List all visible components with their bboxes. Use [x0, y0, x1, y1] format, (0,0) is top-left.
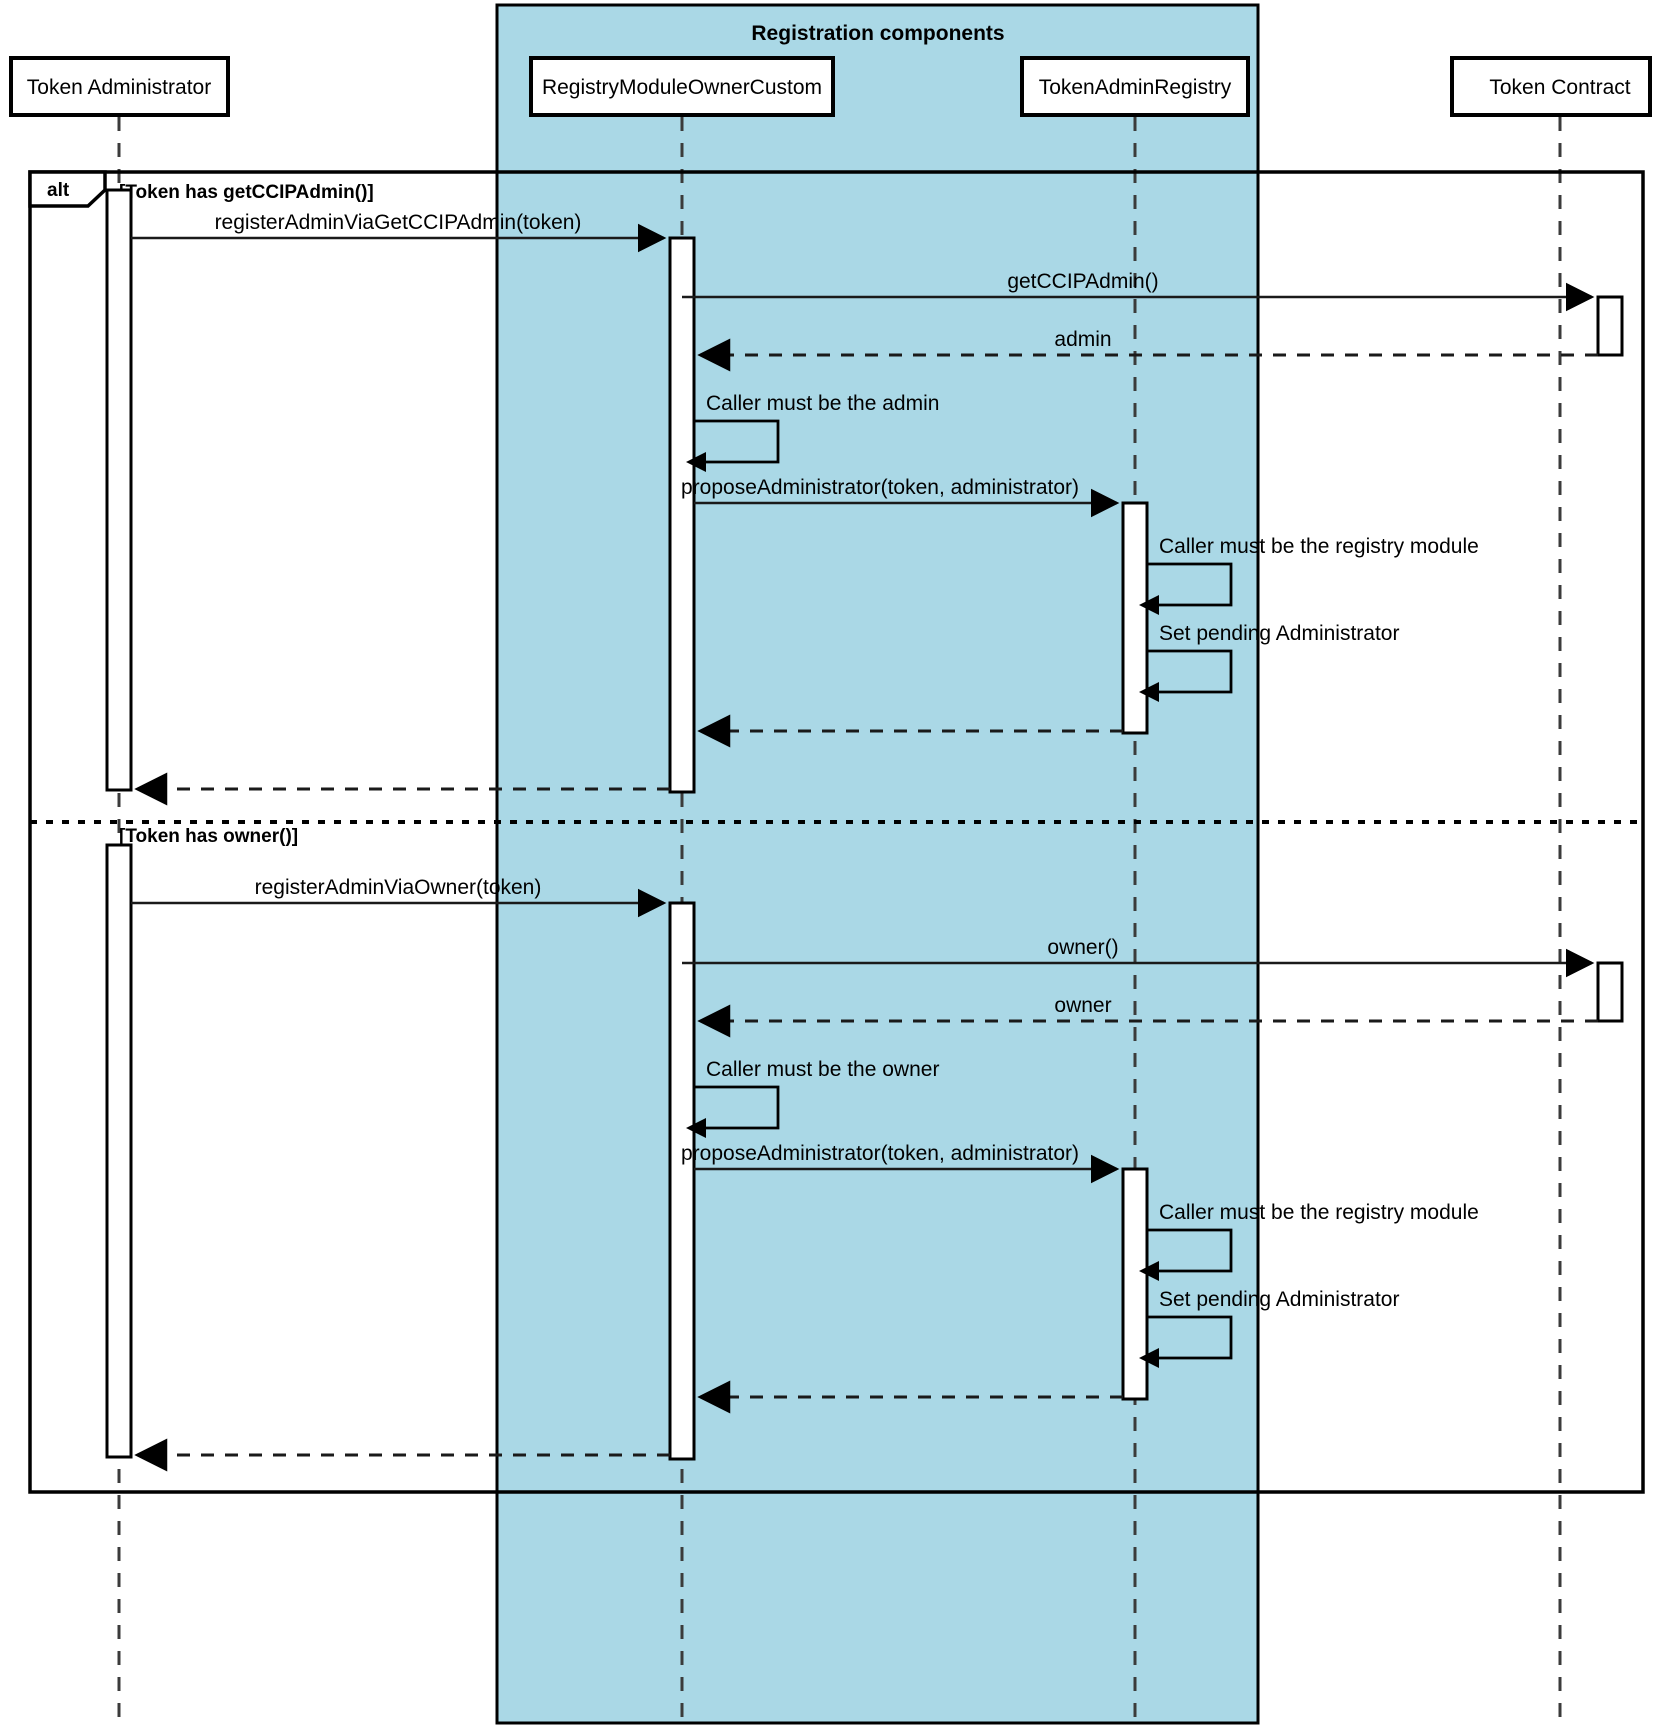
activation-bars — [105, 188, 1624, 1461]
alt-operator-tag — [28, 170, 107, 208]
group-registration-components: Registration components — [495, 3, 1260, 1725]
message-10-registerAdminViaOwner[interactable]: registerAdminViaOwner(token) — [131, 876, 667, 918]
participant-admin-label: Token Administrator — [27, 76, 211, 99]
message-4-label: Caller must be the admin — [706, 392, 939, 415]
message-13-path — [694, 1085, 780, 1130]
message-3-label: admin — [1054, 328, 1111, 351]
alt-guard-1: [Token has getCCIPAdmin()] — [119, 182, 374, 203]
message-4-arrowhead — [686, 452, 706, 472]
message-6-label: Caller must be the registry module — [1159, 535, 1479, 558]
message-10-label: registerAdminViaOwner(token) — [255, 876, 542, 899]
message-16-label: Set pending Administrator — [1159, 1288, 1399, 1311]
message-2-label: getCCIPAdmin() — [1007, 270, 1158, 293]
activation-admin-2 — [105, 843, 133, 1459]
message-1-registerAdminViaGetCCIPAdmin[interactable]: registerAdminViaGetCCIPAdmin(token) — [131, 211, 667, 253]
message-7-label: Set pending Administrator — [1159, 622, 1399, 645]
message-15-path — [1147, 1228, 1233, 1273]
activation-token-2 — [1596, 961, 1624, 1023]
message-3-admin-reply[interactable]: admin — [697, 328, 1598, 372]
activation-token-1 — [1596, 295, 1624, 357]
participant-tar-label: TokenAdminRegistry — [1039, 76, 1232, 99]
message-1-label: registerAdminViaGetCCIPAdmin(token) — [215, 211, 582, 234]
message-7-path — [1147, 649, 1233, 694]
participant-token-label: Token Contract — [1489, 76, 1630, 99]
message-16-arrowhead — [1139, 1348, 1159, 1368]
activation-tar-1 — [1121, 501, 1149, 735]
message-13-label: Caller must be the owner — [706, 1058, 939, 1081]
message-6-arrowhead — [1139, 595, 1159, 615]
message-11-owner-call[interactable]: owner() — [682, 936, 1595, 978]
message-16-self-set-pending-administrator[interactable]: Set pending Administrator — [1139, 1288, 1399, 1368]
message-13-self-caller-must-be-owner[interactable]: Caller must be the owner — [686, 1058, 939, 1138]
message-14-label: proposeAdministrator(token, administrato… — [681, 1142, 1079, 1165]
message-4-self-caller-must-be-admin[interactable]: Caller must be the admin — [686, 392, 939, 472]
message-5-proposeAdministrator[interactable]: proposeAdministrator(token, administrato… — [681, 476, 1120, 518]
message-6-self-caller-must-be-registry-module[interactable]: Caller must be the registry module — [1139, 535, 1479, 615]
activation-registry-2 — [668, 901, 696, 1461]
alt-operator-label: alt — [47, 180, 70, 201]
message-4-path — [694, 419, 780, 464]
message-12-owner-reply[interactable]: owner — [697, 994, 1598, 1038]
message-15-label: Caller must be the registry module — [1159, 1201, 1479, 1224]
activation-tar-2 — [1121, 1167, 1149, 1401]
participant-admin-box[interactable] — [9, 56, 230, 117]
participant-registry-label: RegistryModuleOwnerCustom — [542, 76, 822, 99]
message-6-path — [1147, 562, 1233, 607]
participant-admin[interactable]: Token Administrator — [9, 56, 230, 117]
participant-tar[interactable]: TokenAdminRegistry — [1020, 56, 1250, 117]
participant-token[interactable]: Token Contract — [1450, 56, 1652, 117]
message-7-arrowhead — [1139, 682, 1159, 702]
message-15-self-caller-must-be-registry-module[interactable]: Caller must be the registry module — [1139, 1201, 1479, 1281]
participant-token-box[interactable] — [1450, 56, 1652, 117]
message-7-self-set-pending-administrator[interactable]: Set pending Administrator — [1139, 622, 1399, 702]
message-12-label: owner — [1054, 994, 1111, 1017]
message-16-path — [1147, 1315, 1233, 1360]
group-box-label: Registration components — [751, 22, 1004, 45]
participant-registry-box[interactable] — [529, 56, 835, 117]
group-box-rect — [495, 3, 1260, 1725]
message-5-label: proposeAdministrator(token, administrato… — [681, 476, 1079, 499]
participant-tar-box[interactable] — [1020, 56, 1250, 117]
alt-frame-rect — [28, 170, 1645, 1494]
message-15-arrowhead — [1139, 1261, 1159, 1281]
message-11-label: owner() — [1047, 936, 1118, 959]
participant-registry[interactable]: RegistryModuleOwnerCustom — [529, 56, 835, 117]
message-2-getCCIPAdmin[interactable]: getCCIPAdmin() — [682, 270, 1595, 312]
alt-guard-2: [Token has owner()] — [119, 826, 298, 847]
message-13-arrowhead — [686, 1118, 706, 1138]
alt-fragment: alt [Token has getCCIPAdmin()] [Token ha… — [28, 170, 1645, 1494]
activation-admin-1 — [105, 188, 133, 792]
activation-registry-1 — [668, 236, 696, 794]
message-14-proposeAdministrator[interactable]: proposeAdministrator(token, administrato… — [681, 1142, 1120, 1184]
